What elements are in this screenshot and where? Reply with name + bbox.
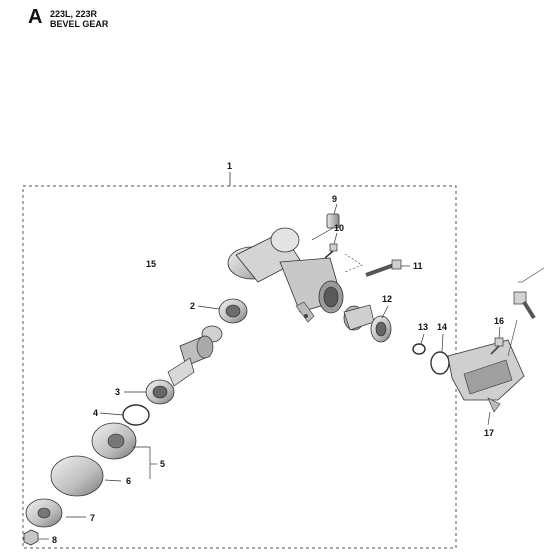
callout-3: 3 bbox=[115, 387, 120, 397]
long-bolt bbox=[365, 259, 402, 277]
section-letter: A bbox=[28, 6, 43, 28]
callout-15: 15 bbox=[146, 259, 156, 269]
upper-bearing bbox=[218, 298, 248, 324]
callout-14: 14 bbox=[437, 322, 447, 332]
nut bbox=[23, 529, 39, 546]
callout-17: 17 bbox=[484, 428, 494, 438]
callout-1: 1 bbox=[227, 161, 232, 171]
plug-screw bbox=[311, 213, 340, 241]
callout-11: 11 bbox=[413, 261, 423, 271]
callout-9: 9 bbox=[332, 194, 337, 204]
callout-16: 16 bbox=[494, 316, 504, 326]
support-cup bbox=[25, 498, 63, 528]
callout-13: 13 bbox=[418, 322, 428, 332]
callout-7: 7 bbox=[90, 513, 95, 523]
guard-bolt bbox=[513, 291, 536, 320]
o-ring-4 bbox=[122, 404, 150, 426]
assembly-title: BEVEL GEAR bbox=[50, 19, 109, 29]
callout-6: 6 bbox=[126, 476, 131, 486]
gear-housing bbox=[227, 227, 344, 323]
retaining-ring-14 bbox=[430, 351, 450, 375]
callout-5: 5 bbox=[160, 459, 165, 469]
lower-bearing bbox=[145, 379, 175, 405]
callout-2: 2 bbox=[190, 301, 195, 311]
callout-8: 8 bbox=[52, 535, 57, 545]
input-gear bbox=[343, 304, 375, 331]
callout-12: 12 bbox=[382, 294, 392, 304]
model-numbers: 223L, 223R bbox=[50, 9, 98, 19]
cap-flange bbox=[91, 422, 137, 460]
circlip-13 bbox=[412, 343, 426, 355]
support-washer bbox=[50, 455, 104, 497]
callout-4: 4 bbox=[93, 408, 98, 418]
leader-lines bbox=[38, 203, 501, 540]
callout-10: 10 bbox=[334, 223, 344, 233]
output-gear-shaft bbox=[167, 325, 223, 387]
guard-bracket bbox=[447, 339, 525, 413]
small-screw bbox=[324, 243, 338, 259]
page-heading: 223L, 223R BEVEL GEAR bbox=[50, 9, 108, 29]
bearing-12 bbox=[370, 315, 392, 343]
